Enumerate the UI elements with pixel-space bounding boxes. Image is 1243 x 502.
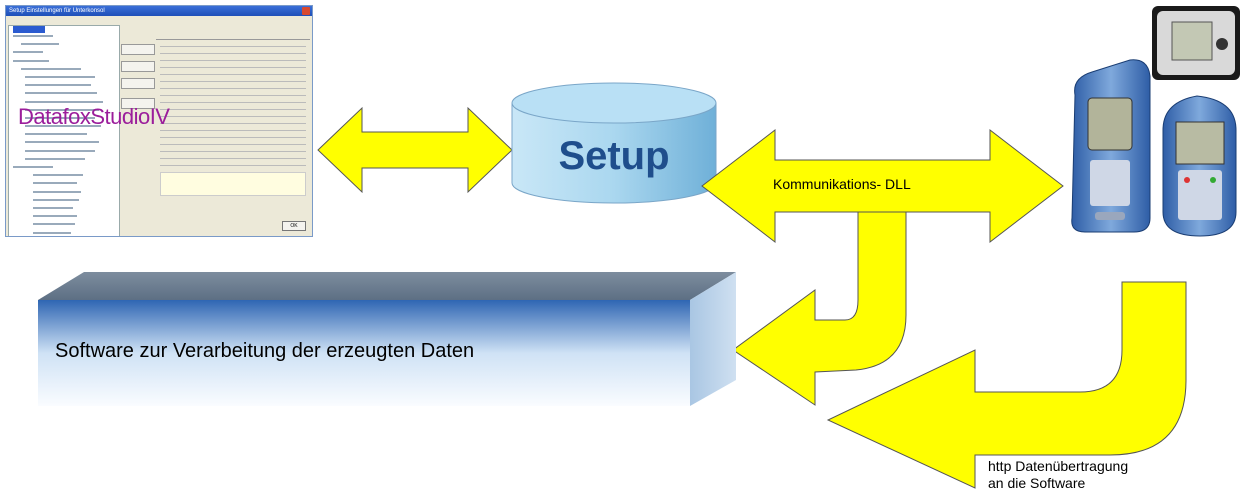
settings-panel — [156, 25, 310, 235]
device-terminal-top — [1152, 6, 1240, 80]
double-arrow-studio-setup — [317, 106, 513, 194]
close-icon — [302, 7, 310, 15]
device-terminal-left — [1071, 59, 1151, 233]
side-button — [121, 78, 155, 89]
setup-label: Setup — [558, 134, 670, 178]
device-tree — [8, 25, 120, 236]
ok-button: OK — [282, 221, 306, 231]
datafoxstudio-label: DatafoxStudioIV — [18, 104, 170, 129]
kommunikation-double-arrow — [701, 128, 1064, 244]
kommunikation-dll-label: Kommunikations- DLL — [773, 176, 911, 192]
software-label: Software zur Verarbeitung der erzeugten … — [55, 340, 475, 362]
software-box — [38, 272, 736, 406]
window-title: Setup Einstellungen für Unterkonsol — [6, 6, 312, 16]
hook-arrow-right — [826, 281, 1187, 489]
hook-arrow-left — [732, 211, 907, 406]
side-button — [121, 61, 155, 72]
side-button — [121, 44, 155, 55]
setup-cylinder — [511, 82, 717, 204]
http-transfer-label: http Datenübertragung an die Software — [988, 458, 1128, 492]
side-button — [121, 98, 155, 109]
device-terminal-right — [1162, 95, 1237, 237]
http-line-1: http Datenübertragung — [988, 458, 1129, 474]
http-line-2: an die Software — [988, 475, 1086, 491]
setup-screenshot-window: Setup Einstellungen für Unterkonsol — [5, 5, 313, 237]
